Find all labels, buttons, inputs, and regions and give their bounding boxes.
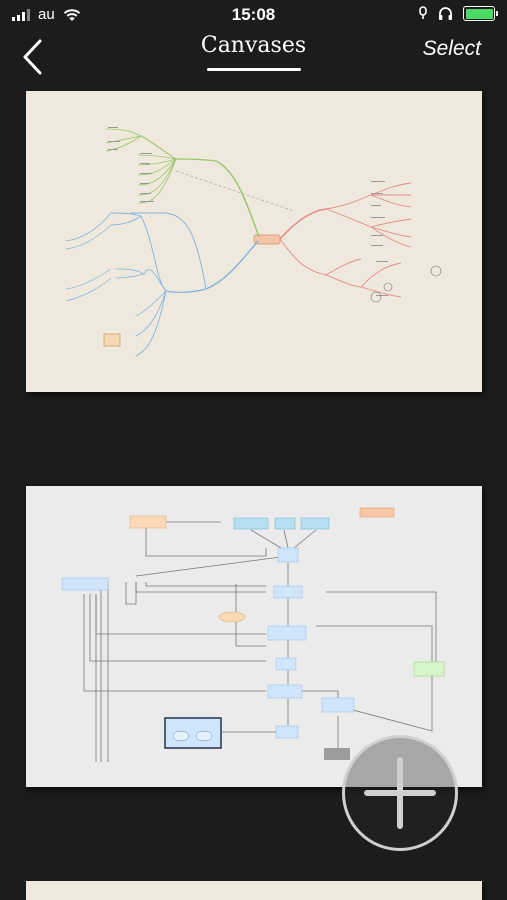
title-underline bbox=[207, 68, 301, 71]
page-title: Canvases bbox=[200, 33, 307, 58]
signal-icon bbox=[12, 8, 30, 21]
status-left: au bbox=[12, 6, 81, 23]
wifi-icon bbox=[63, 8, 80, 21]
back-button[interactable] bbox=[18, 36, 52, 76]
add-canvas-button[interactable] bbox=[342, 735, 458, 851]
select-button[interactable]: Select bbox=[422, 37, 481, 60]
battery-icon bbox=[463, 6, 498, 21]
alarm-icon bbox=[419, 6, 427, 19]
canvas-thumbnail-mind-map[interactable] bbox=[26, 91, 482, 392]
canvas-thumbnail-partial[interactable] bbox=[26, 881, 482, 900]
carrier-label: au bbox=[38, 6, 55, 23]
status-bar: au 15:08 bbox=[0, 0, 507, 30]
battery-level bbox=[465, 8, 493, 19]
headphones-icon bbox=[439, 7, 452, 20]
chevron-left-icon bbox=[23, 39, 42, 75]
status-time: 15:08 bbox=[231, 5, 276, 24]
flowchart-preview bbox=[61, 507, 445, 762]
plus-icon bbox=[364, 757, 436, 829]
status-right bbox=[418, 6, 498, 21]
navigation-bar: Canvases Select bbox=[0, 30, 507, 84]
mind-map-preview bbox=[65, 127, 442, 357]
